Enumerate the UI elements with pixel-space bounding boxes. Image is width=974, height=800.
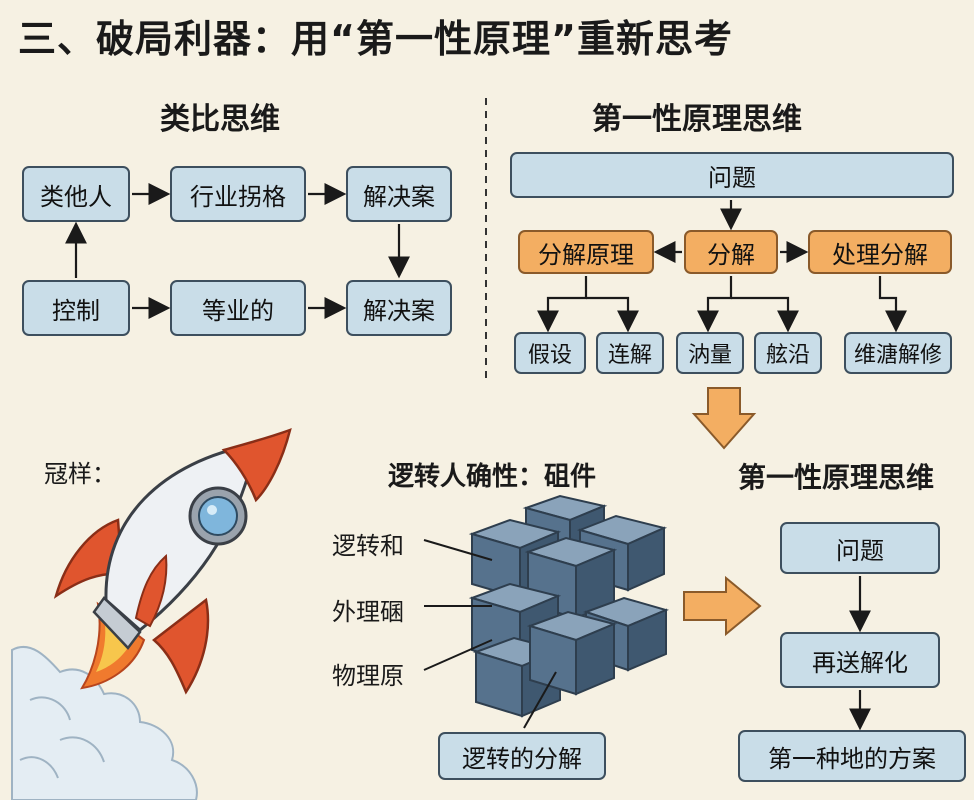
cube-pointer-lines [423, 539, 557, 729]
result-step-simplify: 再送解化 [780, 632, 940, 688]
fp-leaf-repair: 维溏解修 [844, 332, 952, 374]
blocks-label-1: 逻转和 [332, 532, 404, 560]
analogy-heading: 类比思维 [160, 102, 280, 137]
blocks-bottom-box: 逻转的分解 [438, 732, 606, 780]
analogy-box-control: 控制 [22, 280, 130, 336]
fp-decompose-principle-box: 分解原理 [518, 230, 654, 274]
analogy-box-solution-bottom: 解决案 [346, 280, 452, 336]
fp-leaf-edge: 舷沿 [754, 332, 822, 374]
first-principles-heading: 第一性原理思维 [592, 102, 802, 137]
blocks-label-2: 外理碅 [332, 598, 404, 626]
analogy-box-solution-top: 解决案 [346, 166, 452, 222]
example-label: 冦样： [44, 460, 116, 488]
fp-leaf-measure: 汭量 [676, 332, 744, 374]
right-arrow-icon [683, 575, 762, 637]
result-step-problem: 问题 [780, 522, 940, 574]
page-title: 三、破局利器：用“第一性原理”重新思考 [18, 17, 733, 61]
blocks-heading: 逻转人确性：砠件 [388, 462, 597, 492]
result-step-solution: 第一种地的方案 [738, 730, 966, 782]
fp-problem-box: 问题 [510, 152, 954, 198]
analogy-box-peers: 等业的 [170, 280, 306, 336]
fp-leaf-link: 连解 [596, 332, 664, 374]
fp-leaf-assumption: 假设 [514, 332, 586, 374]
cube-cluster-icon [468, 494, 670, 718]
blocks-label-3: 物理原 [332, 662, 404, 690]
result-heading: 第一性原理思维 [738, 461, 935, 494]
analogy-box-others: 类他人 [22, 166, 130, 222]
down-arrow-icon [691, 387, 757, 450]
fp-decompose-box: 分解 [684, 230, 778, 274]
fp-process-box: 处理分解 [808, 230, 952, 274]
analogy-box-industry: 行业拐格 [170, 166, 306, 222]
